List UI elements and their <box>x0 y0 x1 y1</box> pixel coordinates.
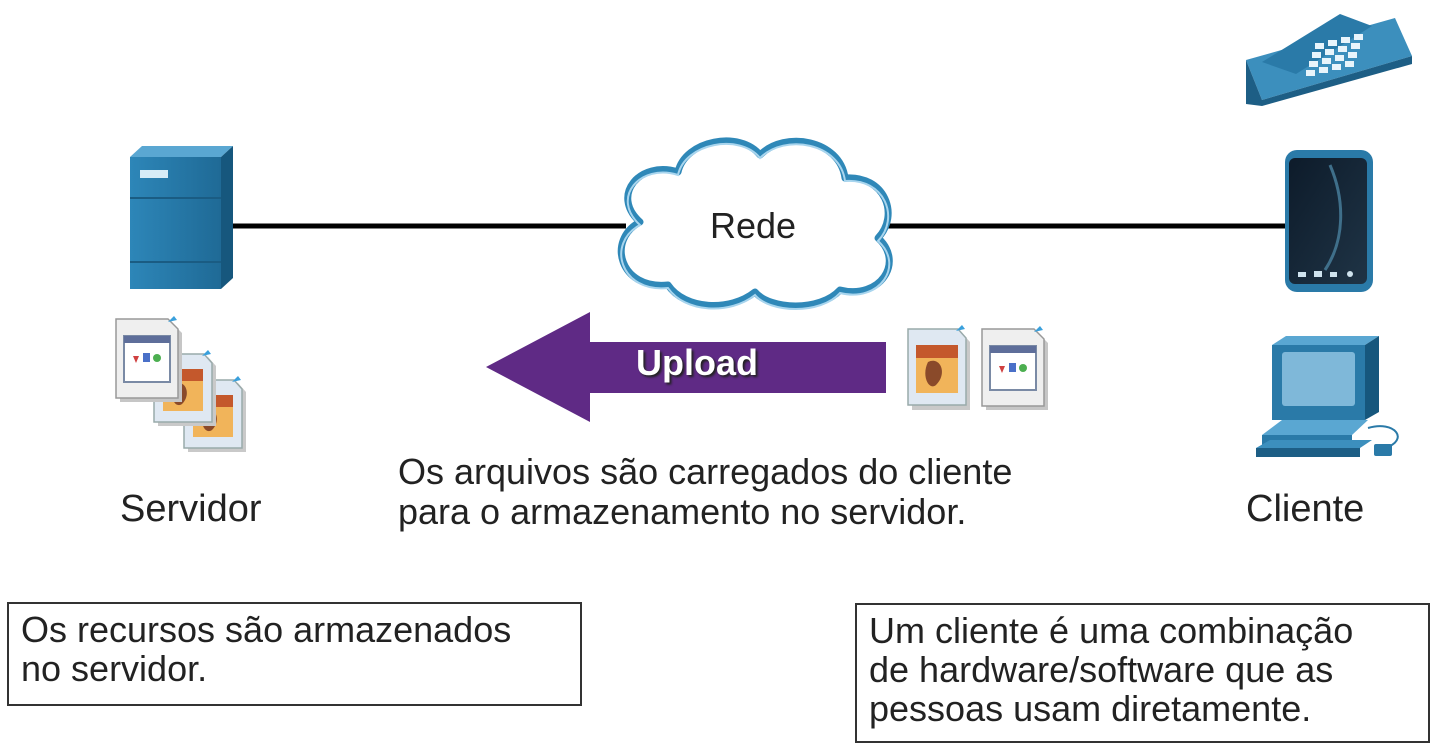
upload-caption: Os arquivos são carregados do cliente pa… <box>398 452 1012 532</box>
server-files <box>115 316 246 452</box>
caption-line: para o armazenamento no servidor. <box>398 491 967 532</box>
cloud-icon <box>617 137 893 310</box>
upload-arrow <box>486 312 886 422</box>
network-label: Rede <box>710 205 797 246</box>
client-note-line: Um cliente é uma combinação <box>869 610 1354 651</box>
client-files <box>907 325 1048 410</box>
desktop-computer-icon <box>1256 336 1399 457</box>
image-file-icon <box>907 325 970 410</box>
server-note-line: Os recursos são armazenados <box>21 609 512 650</box>
client-note-box: Um cliente é uma combinação de hardware/… <box>855 603 1430 743</box>
document-icon <box>115 316 182 402</box>
client-note-line: pessoas usam diretamente. <box>869 688 1312 729</box>
upload-label: Upload <box>636 342 758 383</box>
server-label: Servidor <box>120 488 262 530</box>
client-note-line: de hardware/software que as <box>869 649 1334 690</box>
client-label: Cliente <box>1246 488 1365 530</box>
server-note-box: Os recursos são armazenados no servidor. <box>7 602 582 706</box>
server-note-line: no servidor. <box>21 648 208 689</box>
ip-phone-icon <box>1246 14 1412 106</box>
server-icon <box>130 146 233 289</box>
document-icon <box>981 326 1048 410</box>
caption-line: Os arquivos são carregados do cliente <box>398 451 1013 492</box>
smartphone-icon <box>1285 150 1373 292</box>
